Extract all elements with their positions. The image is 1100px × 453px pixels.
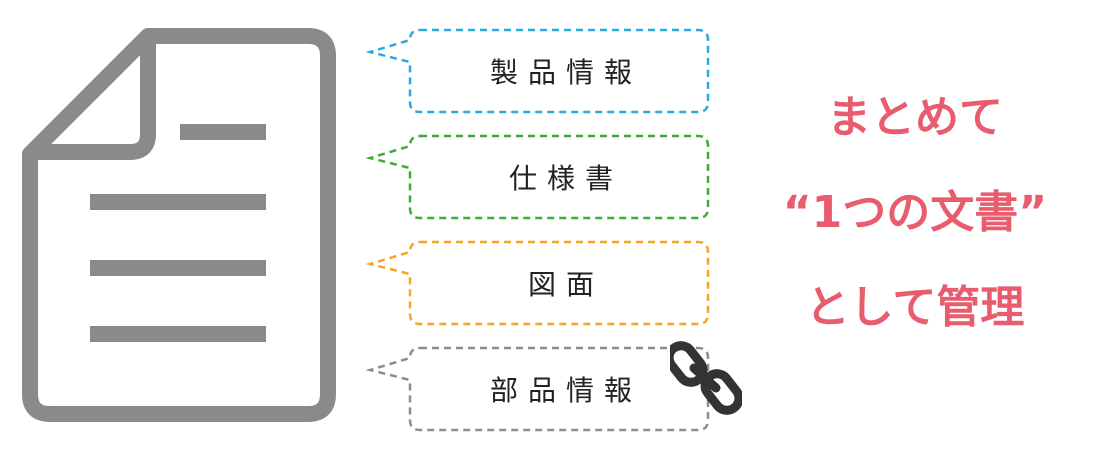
callout-border (366, 346, 710, 432)
callout-drawing: 図面 (366, 240, 712, 326)
callout-border (366, 240, 710, 326)
callout-label: 仕様書 (508, 162, 623, 195)
callout-label: 部品情報 (489, 374, 642, 407)
document-icon (22, 28, 336, 422)
callout-border (366, 28, 710, 114)
callout-parts-info: 部品情報 (366, 346, 712, 432)
callout-label: 製品情報 (489, 56, 642, 89)
callout-specification: 仕様書 (366, 134, 712, 220)
tagline-line-3: として管理 (805, 282, 1025, 333)
tagline-line-2: “1つの文書” (782, 187, 1048, 238)
callout-label: 図面 (527, 268, 604, 301)
tagline-line-1: まとめて (827, 92, 1003, 143)
tagline: まとめて “1つの文書” として管理 (750, 70, 1080, 355)
callout-product-info: 製品情報 (366, 28, 712, 114)
link-icon (670, 341, 742, 415)
callout-border (366, 134, 710, 220)
